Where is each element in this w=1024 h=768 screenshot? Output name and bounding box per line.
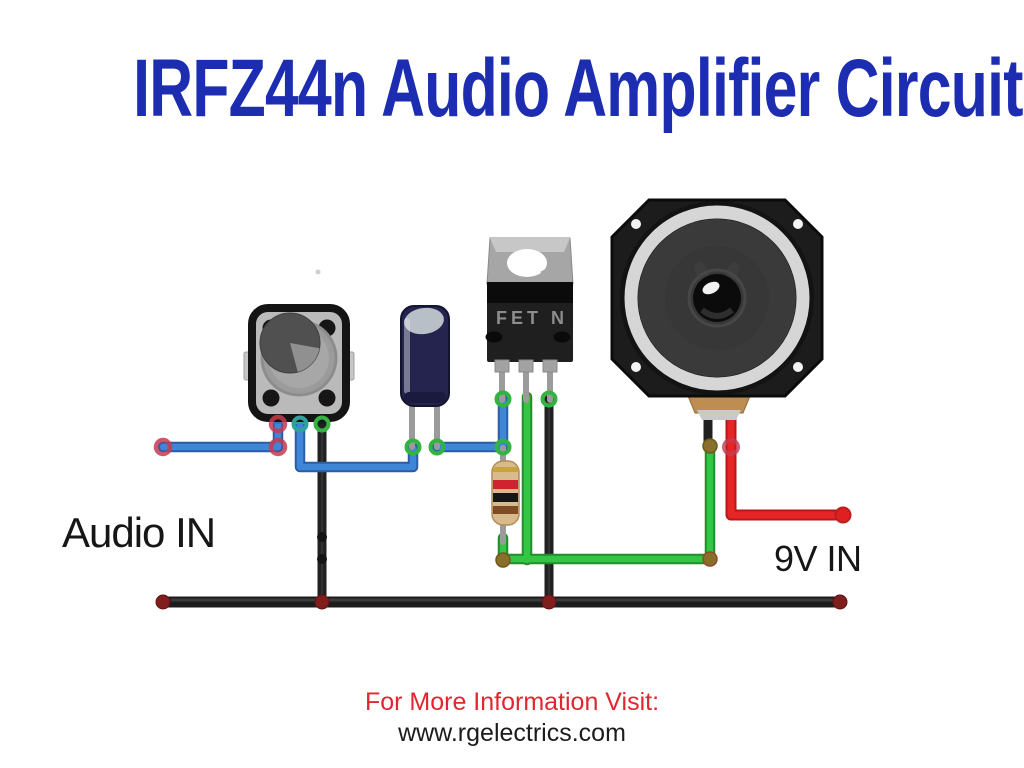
mosfet-body-band: [487, 282, 573, 303]
mosfet-spot-right: [553, 331, 571, 343]
pot-screw-bottom-left: [262, 389, 280, 407]
junction-9v-end: [834, 506, 852, 524]
resistor-band-brown: [493, 506, 518, 514]
wire-joint-upper: [317, 532, 327, 542]
green-bus-wire-under: [497, 440, 716, 565]
mosfet-to220: FET N: [485, 237, 574, 373]
junction-pot-wiper-leg: [291, 415, 309, 433]
speaker: [610, 198, 824, 420]
mosfet-leg-stub-source: [542, 359, 558, 373]
junction-cap-left-lead: [404, 438, 422, 456]
junction-gate-resistor: [494, 438, 512, 456]
mosfet-spot-left: [485, 331, 503, 343]
mosfet-hole-notch: [540, 265, 553, 277]
footer-info-text: For More Information Visit:: [364, 688, 660, 716]
mosfet-tab-bevel: [490, 238, 570, 252]
footer-website-url: www.rgelectrics.com: [398, 719, 626, 747]
junction-gate-leg-tip: [494, 390, 512, 408]
ground-bus-wire: [157, 596, 846, 608]
resistor: [491, 460, 520, 526]
page-title: IRFZ44n Audio Amplifier Circuit: [133, 43, 1023, 134]
junction-dots: [153, 390, 852, 610]
capacitor-bottom-shade: [404, 392, 446, 403]
mosfet-leg-stub-gate: [494, 359, 510, 373]
speaker-surround: [624, 205, 810, 391]
speaker-hole-bottom-right: [793, 362, 803, 372]
pot-wiper-to-cap-wire: [296, 420, 417, 471]
green-wires-under: [497, 391, 716, 566]
junction-source-leg-tip: [540, 390, 558, 408]
power-in-label: 9V IN: [774, 538, 862, 579]
speaker-dome-shade: [700, 307, 734, 319]
power-wire-under: [725, 391, 849, 521]
speaker-dome-ring: [687, 268, 747, 328]
junction-ground-right-end: [832, 594, 848, 610]
audio-in-label: Audio IN: [62, 509, 216, 556]
blue-signal-wires: [159, 394, 507, 471]
junction-ground-left-end: [155, 594, 171, 610]
wire-joint-lower: [317, 554, 327, 564]
capacitor-highlight: [404, 318, 410, 394]
potentiometer: [243, 269, 355, 424]
red-power-wire-group: [725, 391, 849, 521]
dust-speck: [315, 269, 321, 275]
speaker-hole-top-right: [793, 219, 803, 229]
junction-speaker-negative: [702, 438, 718, 454]
speaker-hole-top-left: [631, 219, 641, 229]
junction-audio-in-end: [153, 437, 173, 457]
green-wires: [499, 393, 714, 564]
junction-ground-pot: [314, 594, 330, 610]
speaker-hole-bottom-left: [631, 362, 641, 372]
power-wire: [727, 393, 847, 519]
electrolytic-capacitor: [400, 305, 450, 407]
speaker-terminal-inner: [697, 410, 741, 420]
resistor-band-black: [493, 493, 518, 502]
junction-resistor-green-bus: [495, 552, 511, 568]
junction-speaker-positive: [722, 438, 740, 456]
junction-pot-left-bottom: [268, 437, 288, 457]
resistor-band-red: [493, 480, 518, 489]
junction-ground-source: [541, 594, 557, 610]
mosfet-hole: [507, 249, 547, 277]
junction-cap-right-lead: [428, 438, 446, 456]
junction-pot-right-leg: [313, 415, 331, 433]
junction-green-bus-corner: [702, 551, 718, 567]
pot-knob-notch: [290, 343, 320, 372]
junction-pot-left-leg: [268, 414, 288, 434]
resistor-band-gold: [493, 467, 518, 472]
mosfet-marking: FET N: [496, 308, 568, 328]
speaker-dome-highlight: [702, 281, 720, 295]
capacitor-top: [404, 307, 444, 335]
green-bus-wire: [499, 442, 714, 563]
mosfet-leg-stub-drain: [518, 359, 534, 373]
pot-screw-bottom-right: [318, 389, 336, 407]
